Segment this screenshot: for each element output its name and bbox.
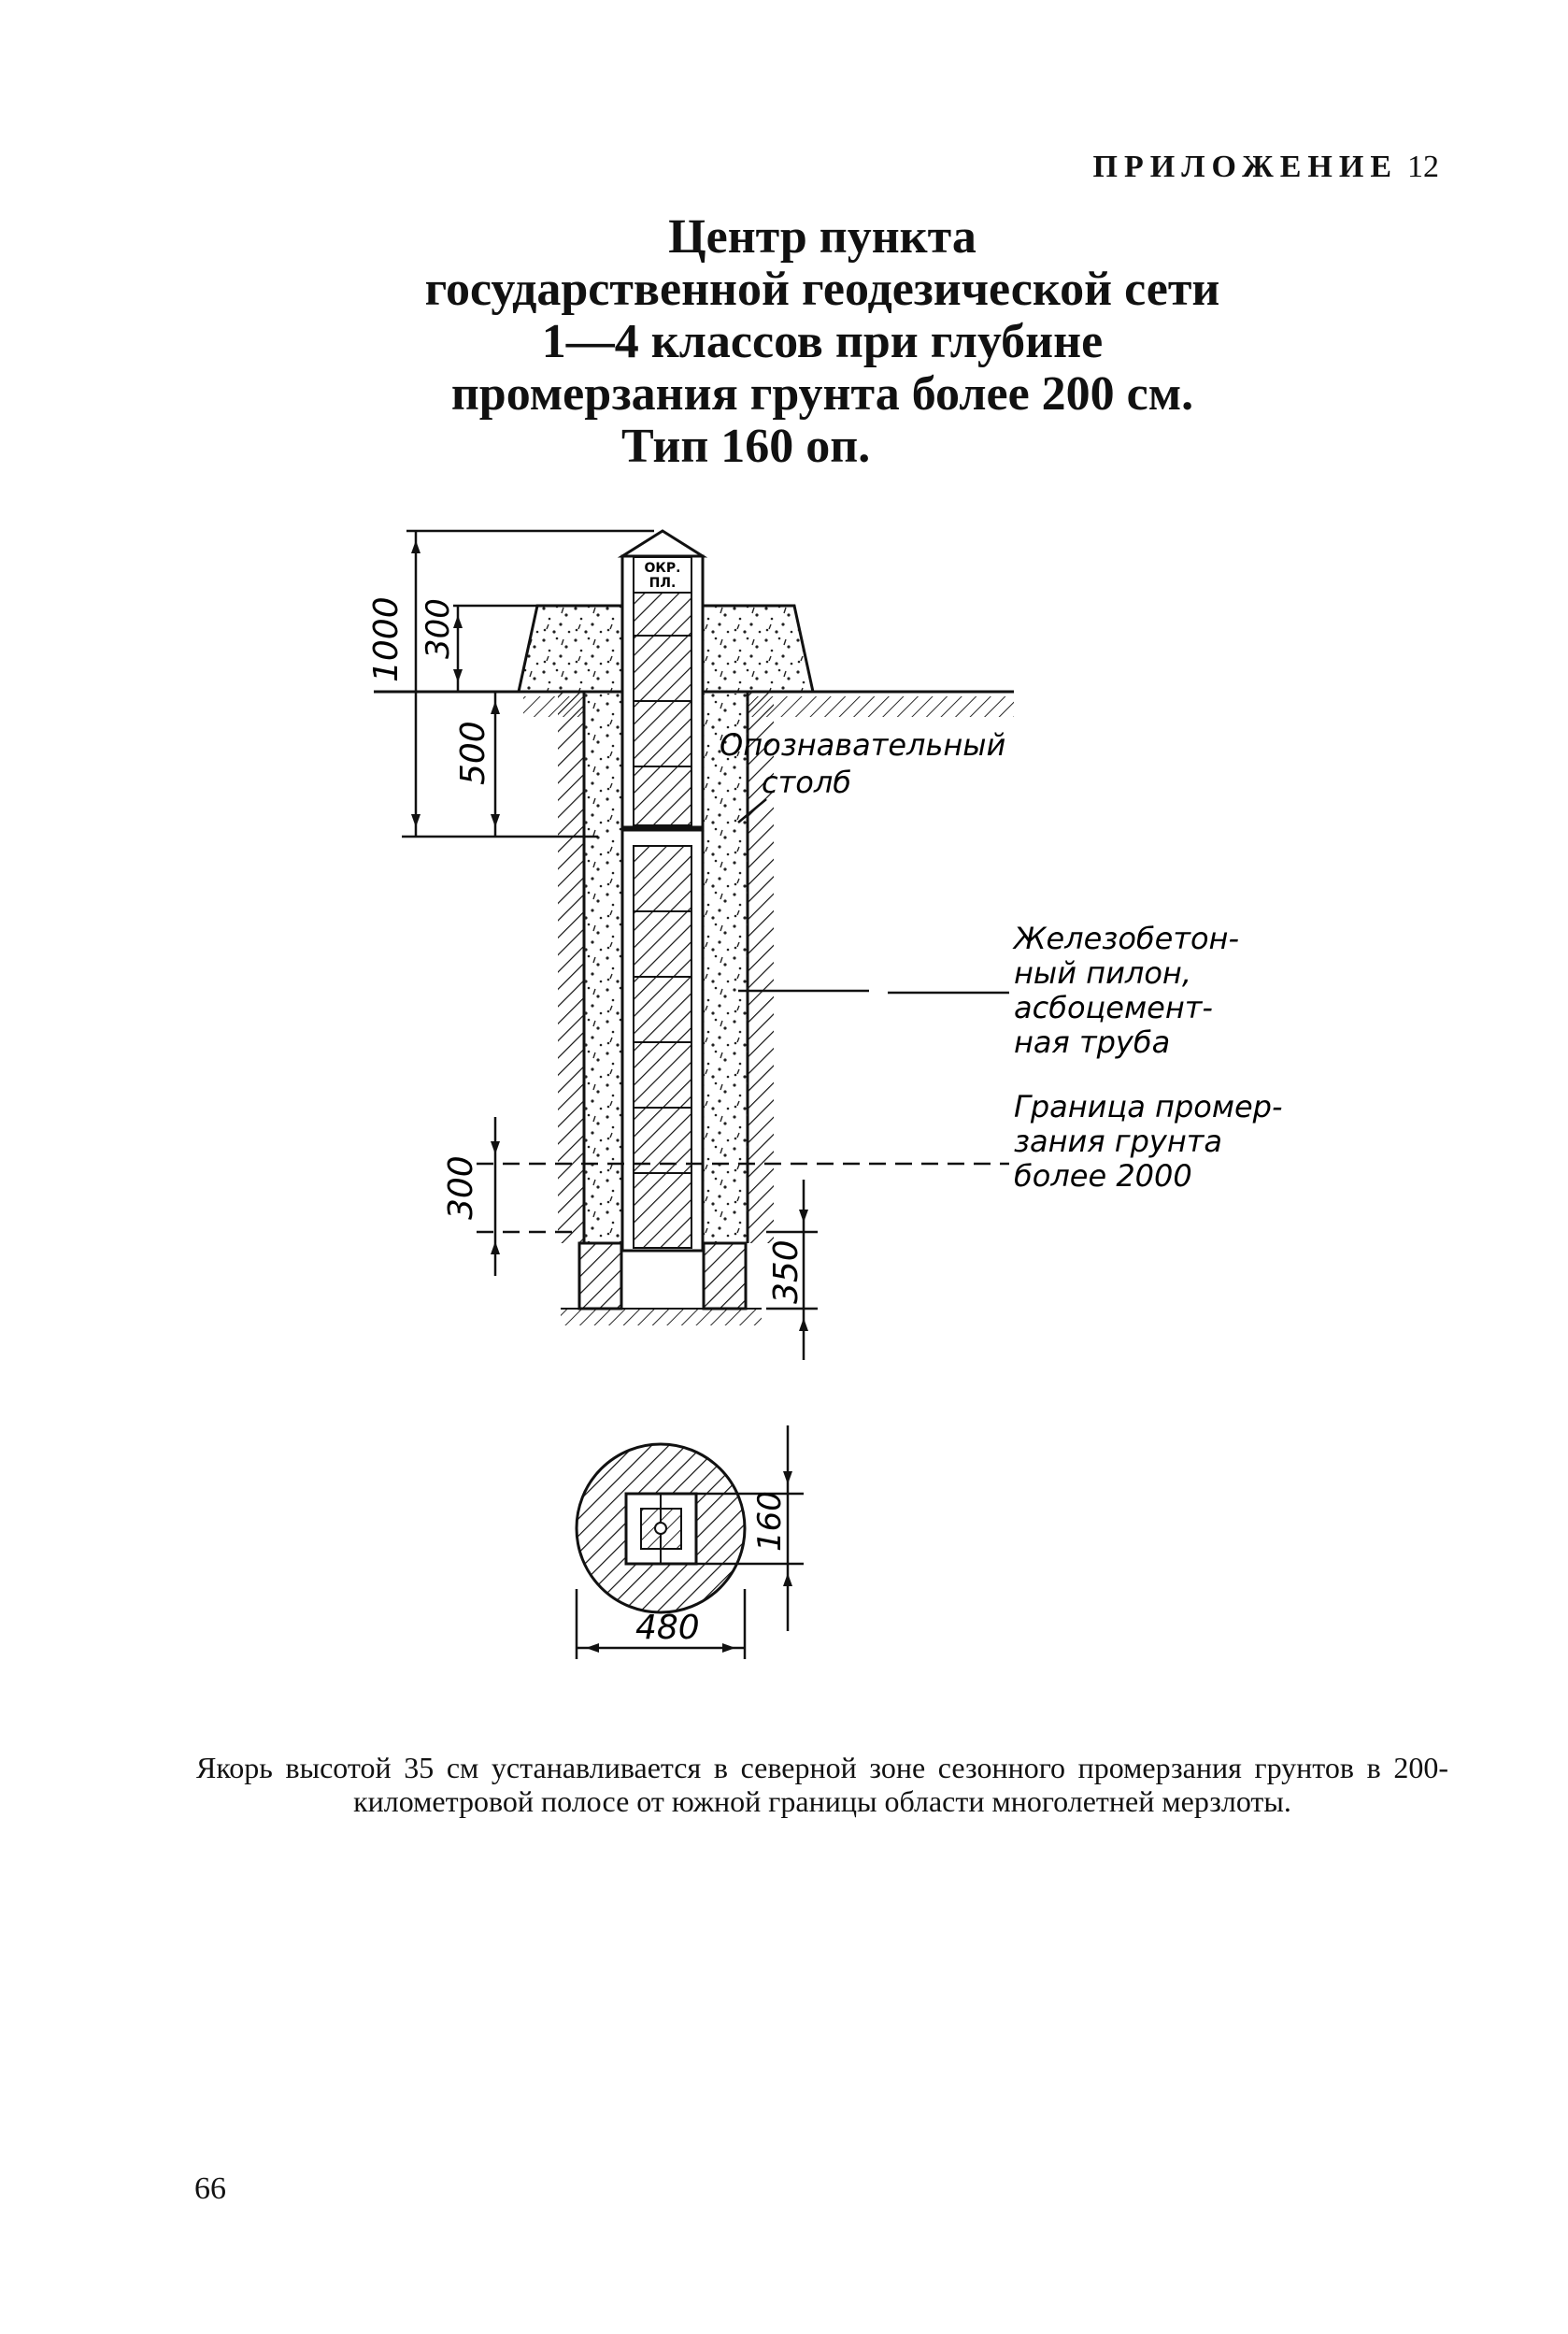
callout-frost-line-1: Граница промер-	[1014, 1089, 1283, 1124]
plan-view	[575, 1442, 747, 1614]
pit-wall-left	[558, 692, 586, 1243]
caption-paragraph: Якорь высотой 35 см устанавливается в се…	[196, 1751, 1448, 1818]
plan-dimensions	[575, 1425, 804, 1659]
concrete-pylon	[620, 828, 705, 1253]
dimension-lines	[402, 529, 818, 1360]
callout-pillar-line-1: Опознавательный	[720, 727, 1005, 763]
dimension-300-top: 300	[420, 598, 457, 659]
anchor-block-left	[577, 1241, 623, 1310]
callout-pylon-line-2: ный пилон,	[1014, 955, 1191, 991]
dimension-350: 350	[767, 1239, 805, 1304]
appendix-heading: ПРИЛОЖЕНИЕ 12	[1093, 150, 1439, 185]
title-line-5: Тип 160 оп.	[621, 420, 871, 473]
dimension-500: 500	[454, 721, 492, 785]
title-line-2: государственной геодезической сети	[424, 263, 1220, 316]
appendix-number: 12	[1407, 150, 1439, 184]
plate-label-2: ПЛ.	[649, 576, 677, 591]
pillar-segments-upper	[634, 635, 691, 767]
callout-pylon-line-4: ная труба	[1014, 1024, 1170, 1060]
protection-plate	[633, 556, 692, 594]
callout-frost-line-2: зания грунта	[1014, 1124, 1222, 1159]
post-leader	[737, 798, 767, 823]
dimension-480: 480	[635, 1609, 700, 1647]
title-line-1: Центр пункта	[668, 210, 976, 264]
appendix-label: ПРИЛОЖЕНИЕ	[1092, 150, 1398, 184]
dimension-arrows	[411, 540, 808, 1331]
plate-label-1: ОКР.	[645, 561, 681, 576]
callout-pylon-line-3: асбоцемент-	[1014, 990, 1213, 1025]
dimension-300-bottom: 300	[442, 1155, 480, 1220]
callout-frost: Граница промер- зания грунта более 2000	[1014, 1089, 1283, 1194]
callout-pillar-line-2: столб	[762, 765, 851, 800]
dimension-160: 160	[751, 1491, 789, 1552]
plan-dimension-arrows	[586, 1471, 792, 1653]
page-title: Центр пункта государственной геодезическ…	[308, 211, 1336, 473]
callout-pillar: Опознавательный столб	[720, 727, 1005, 800]
anchor-block-right	[702, 1241, 748, 1310]
title-line-3: 1—4 классов при глубине	[541, 315, 1104, 368]
callout-pylon: Железобетон- ный пилон, асбоцемент- ная …	[1012, 921, 1239, 1060]
callout-pylon-line-1: Железобетон-	[1012, 921, 1239, 956]
title-line-4: промерзания грунта более 200 см.	[450, 367, 1194, 421]
page-number: 66	[194, 2171, 226, 2206]
callout-frost-line-3: более 2000	[1014, 1158, 1192, 1194]
dimension-1000: 1000	[367, 596, 406, 682]
geodetic-center-drawing: ОКР. ПЛ.	[367, 529, 1283, 1659]
bottom-soil-hatching	[561, 1309, 762, 1325]
